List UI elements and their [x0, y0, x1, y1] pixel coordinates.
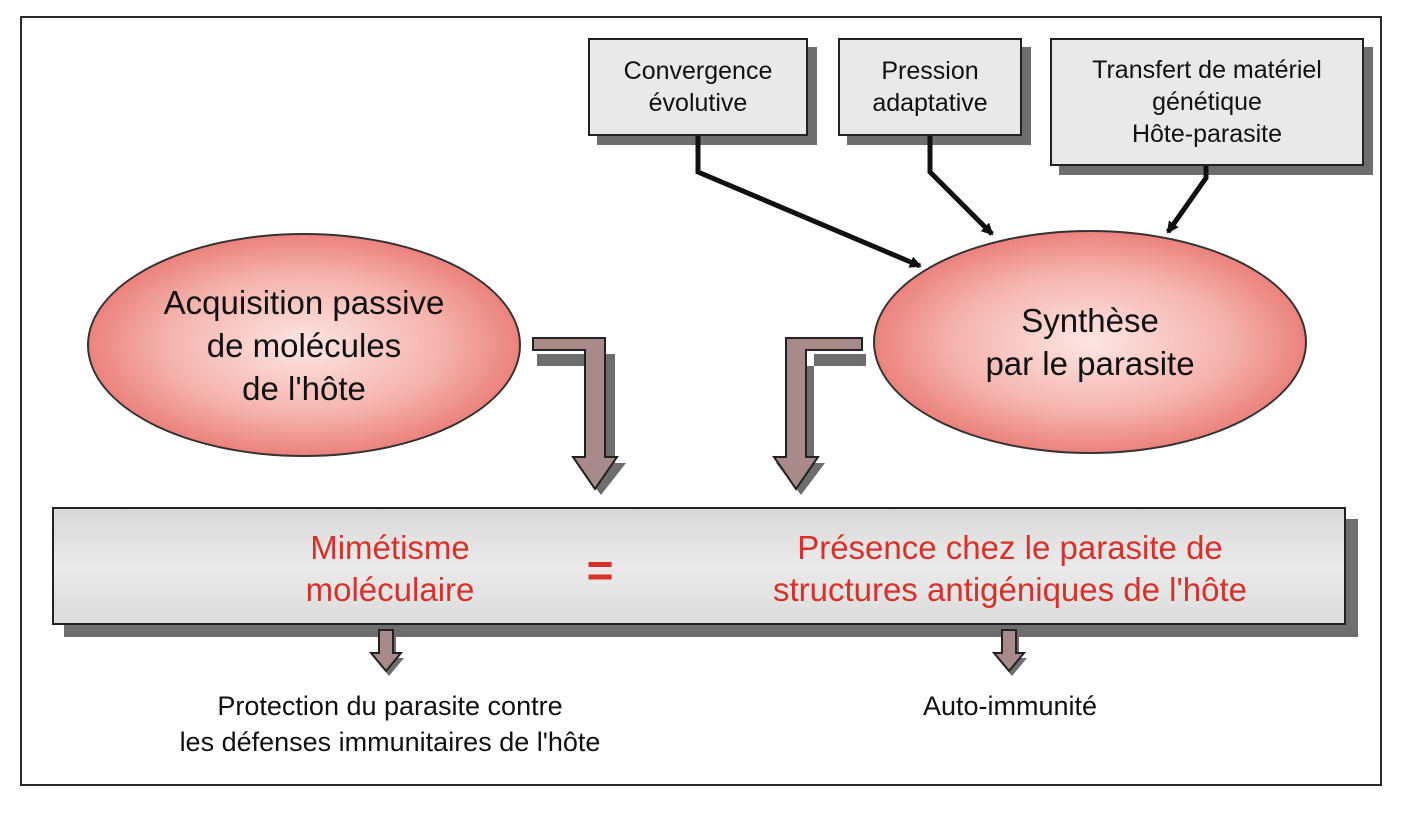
- block-arrow-auto-immunite: [991, 629, 1027, 676]
- mimetisme-box: [52, 507, 1346, 625]
- cause-line: évolutive: [648, 89, 748, 117]
- cause-line: adaptative: [872, 89, 988, 117]
- outcome-line: Protection du parasite contre: [217, 691, 563, 721]
- outcome-line: Auto-immunité: [922, 691, 1098, 721]
- term-line: Mimétisme: [310, 529, 470, 566]
- equals-sign: =: [586, 544, 614, 596]
- arrow-transfert: [1165, 166, 1209, 234]
- cause-box-transfert: Transfert de matériel génétique Hôte-par…: [1050, 38, 1364, 166]
- ellipse-line: par le parasite: [985, 345, 1195, 382]
- cause-line: Transfert de matériel: [1092, 56, 1322, 84]
- outcome-line: les défenses immunitaires de l'hôte: [179, 727, 601, 757]
- cause-line: Pression: [881, 57, 979, 85]
- cause-line: Convergence: [623, 57, 773, 85]
- block-arrow-acquisition: [532, 337, 626, 495]
- synthese-ellipse: Synthèse par le parasite: [873, 230, 1307, 454]
- outcome-protection: Protection du parasite contre les défens…: [110, 688, 670, 760]
- mimetisme-term: Mimétisme moléculaire: [250, 527, 530, 611]
- acquisition-ellipse: Acquisition passive de molécules de l'hô…: [87, 233, 521, 457]
- term-line: moléculaire: [305, 571, 475, 608]
- arrow-convergence: [695, 136, 922, 269]
- mimetisme-definition: Présence chez le parasite de structures …: [700, 527, 1320, 611]
- cause-line: Hôte-parasite: [1131, 120, 1283, 148]
- arrow-pression: [927, 136, 994, 236]
- block-arrow-synthese: [772, 337, 866, 495]
- cause-box-pression: Pression adaptative: [838, 38, 1022, 136]
- definition-line: structures antigéniques de l'hôte: [772, 571, 1248, 608]
- ellipse-line: de l'hôte: [242, 369, 366, 407]
- outcome-auto-immunite: Auto-immunité: [860, 688, 1160, 724]
- block-arrow-protection: [368, 629, 404, 676]
- cause-line: génétique: [1152, 88, 1262, 116]
- cause-box-convergence: Convergence évolutive: [588, 38, 808, 136]
- ellipse-line: Acquisition passive: [163, 283, 445, 321]
- ellipse-line: Synthèse: [1021, 302, 1159, 339]
- ellipse-line: de molécules: [206, 326, 402, 364]
- definition-line: Présence chez le parasite de: [797, 529, 1223, 566]
